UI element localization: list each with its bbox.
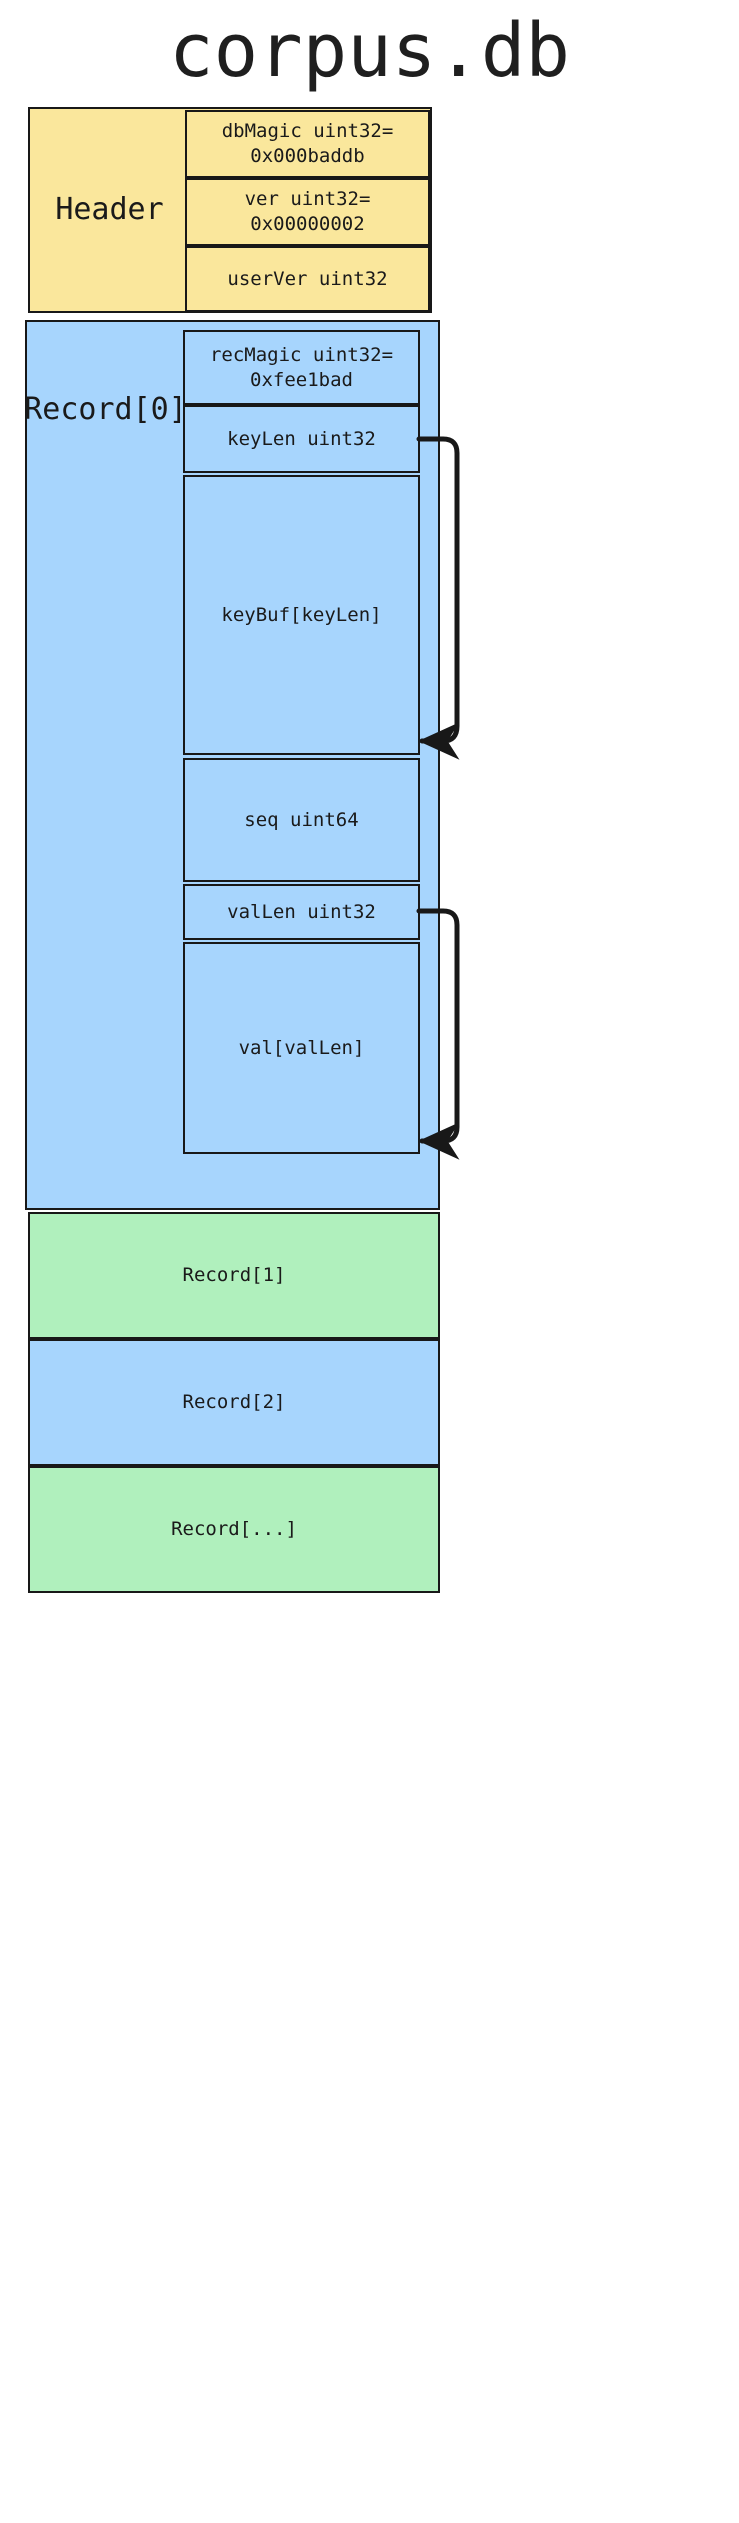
field-recmagic: recMagic uint32= 0xfee1bad (183, 330, 420, 405)
record1-section: Record[1] (28, 1212, 440, 1339)
header-section-label: Header (55, 192, 164, 227)
field-seq: seq uint64 (183, 758, 420, 882)
record2-section: Record[2] (28, 1339, 440, 1466)
field-userver: userVer uint32 (185, 246, 430, 312)
field-keylen: keyLen uint32 (183, 405, 420, 473)
record-ellipsis-section: Record[...] (28, 1466, 440, 1593)
field-vallen: valLen uint32 (183, 884, 420, 940)
page-title: corpus.db (169, 8, 570, 94)
record0-section-label: Record[0] (24, 392, 187, 427)
field-ver: ver uint32= 0x00000002 (185, 178, 430, 246)
field-dbmagic: dbMagic uint32= 0x000baddb (185, 110, 430, 178)
field-val: val[valLen] (183, 942, 420, 1154)
field-keybuf: keyBuf[keyLen] (183, 475, 420, 755)
